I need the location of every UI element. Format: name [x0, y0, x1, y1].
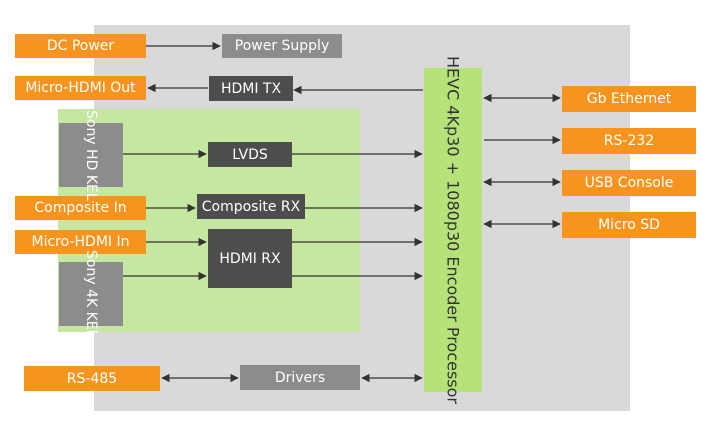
gb-ethernet-block: Gb Ethernet [562, 86, 696, 112]
sony-hd-kel-block: Sony HD KEL [59, 110, 123, 200]
sony-4k-kel-block: Sony 4K KEL [59, 250, 123, 338]
drivers-block: Drivers [240, 365, 360, 390]
dc-power-block: DC Power [15, 34, 146, 58]
encoder-processor-label: HEVC 4Kp30 + 1080p30 Encoder Processor [443, 56, 463, 404]
encoder-processor-block: HEVC 4Kp30 + 1080p30 Encoder Processor [424, 56, 482, 404]
sony-hd-kel-label: Sony HD KEL [83, 109, 100, 201]
micro-hdmi-out-block: Micro-HDMI Out [15, 76, 146, 100]
rs232-block: RS-232 [562, 128, 696, 154]
hdmi-tx-block: HDMI TX [209, 76, 293, 101]
composite-rx-block: Composite RX [197, 194, 305, 219]
usb-console-block: USB Console [562, 170, 696, 196]
micro-hdmi-in-block: Micro-HDMI In [15, 230, 146, 254]
sony-4k-kel-label: Sony 4K KEL [83, 250, 100, 338]
composite-in-block: Composite In [15, 196, 146, 220]
power-supply-block: Power Supply [222, 34, 342, 58]
hdmi-rx-block: HDMI RX [208, 229, 292, 288]
rs485-block: RS-485 [24, 366, 160, 391]
micro-sd-block: Micro SD [562, 212, 696, 238]
lvds-block: LVDS [208, 142, 292, 167]
